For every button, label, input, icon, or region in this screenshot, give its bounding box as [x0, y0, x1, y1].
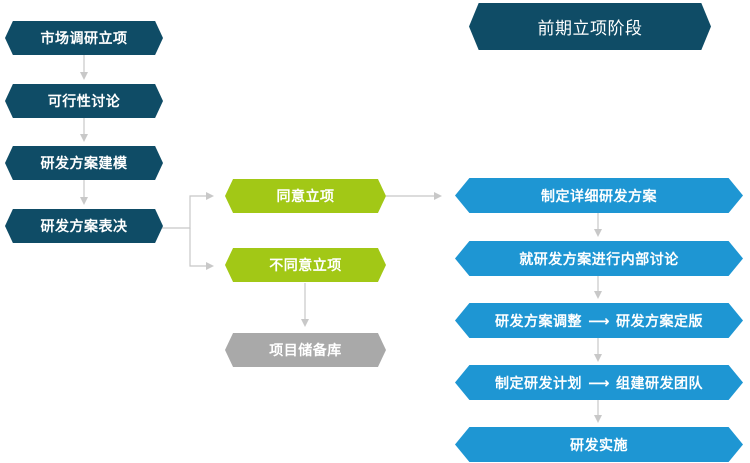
step-modeling: 研发方案建模	[5, 146, 163, 180]
step-implementation: 研发实施	[455, 427, 743, 462]
step-finalize-label: 研发方案定版	[616, 313, 703, 330]
step-adjust-label: 研发方案调整	[494, 313, 582, 330]
step-feasibility: 可行性讨论	[5, 84, 163, 118]
step-internal-discussion: 就研发方案进行内部讨论	[455, 241, 743, 276]
step-adjust-finalize: 研发方案调整 ⟶ 研发方案定版	[455, 303, 743, 338]
step-vote: 研发方案表决	[5, 209, 163, 243]
reject-node: 不同意立项	[225, 248, 386, 282]
connector-to-approve	[162, 192, 214, 229]
connector-to-reject	[189, 228, 214, 270]
right-arrow-icon: ⟶	[587, 311, 610, 330]
step-team-label: 组建研发团队	[616, 375, 703, 392]
step-market-research: 市场调研立项	[5, 21, 163, 55]
step-plan-label: 制定研发计划	[494, 375, 582, 392]
project-reserve-node: 项目储备库	[225, 333, 386, 367]
approve-node: 同意立项	[225, 179, 386, 213]
step-plan-team: 制定研发计划 ⟶ 组建研发团队	[455, 365, 743, 400]
step-detailed-plan: 制定详细研发方案	[455, 178, 743, 213]
stage-title: 前期立项阶段	[469, 3, 711, 50]
right-arrow-icon: ⟶	[587, 373, 610, 392]
